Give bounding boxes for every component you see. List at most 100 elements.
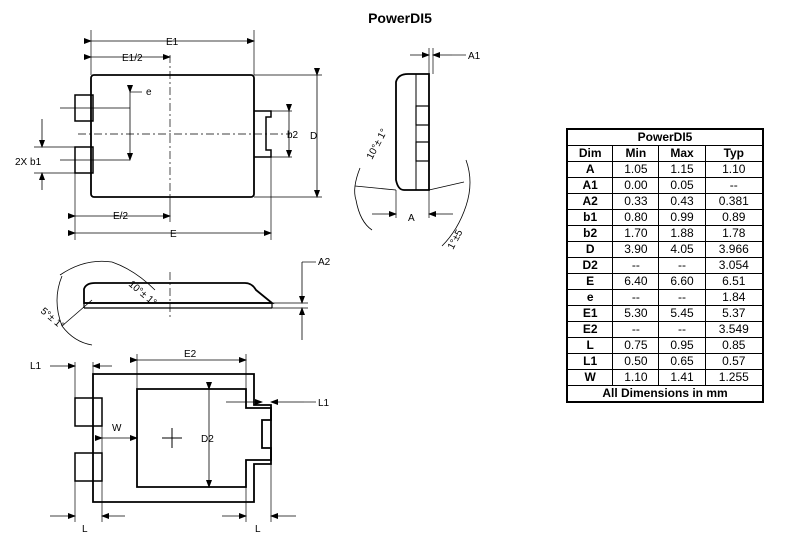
label-l-left: L	[82, 524, 88, 535]
bottom-view	[50, 354, 316, 522]
label-angle-5: 5°± 1°	[38, 306, 66, 332]
side-view-body	[395, 73, 430, 191]
label-e-total: E	[170, 229, 177, 240]
bottom-view-lead-lower	[74, 452, 103, 482]
label-a1: A1	[468, 51, 481, 62]
cell-typ: 1.78	[704, 225, 764, 242]
cell-max: 0.43	[658, 193, 706, 210]
cell-min: 1.70	[612, 225, 660, 242]
label-b2: b2	[287, 130, 299, 141]
cell-typ: 3.966	[704, 241, 764, 258]
cell-dim: E2	[566, 321, 614, 338]
cell-typ: 3.549	[704, 321, 764, 338]
cell-dim: E1	[566, 305, 614, 322]
cell-min: 0.75	[612, 337, 660, 354]
label-2x-b1: 2X b1	[15, 157, 42, 168]
top-view-body	[90, 74, 255, 198]
cell-typ: 0.381	[704, 193, 764, 210]
table-row: D2----3.054	[566, 257, 764, 274]
cell-max: --	[658, 289, 706, 306]
label-d: D	[310, 131, 317, 142]
cell-dim: L	[566, 337, 614, 354]
table-row: e----1.84	[566, 289, 764, 306]
cell-max: 1.41	[658, 369, 706, 386]
cell-typ: 3.054	[704, 257, 764, 274]
cell-typ: 1.10	[704, 161, 764, 178]
table-footer: All Dimensions in mm	[566, 385, 764, 403]
cell-typ: 1.84	[704, 289, 764, 306]
table-row: E2----3.549	[566, 321, 764, 338]
label-angle-1-5: 1°±5	[446, 228, 466, 252]
front-view	[56, 260, 316, 346]
label-e1-half: E1/2	[122, 53, 143, 64]
cell-dim: D	[566, 241, 614, 258]
cell-typ: 0.89	[704, 209, 764, 226]
cell-max: --	[658, 257, 706, 274]
cell-min: --	[612, 289, 660, 306]
label-e-half: E/2	[113, 211, 128, 222]
cell-max: 0.65	[658, 353, 706, 370]
header-typ: Typ	[704, 145, 764, 162]
cell-dim: A2	[566, 193, 614, 210]
cell-dim: b1	[566, 209, 614, 226]
cell-typ: --	[704, 177, 764, 194]
label-e2: E2	[184, 349, 197, 360]
cell-dim: E	[566, 273, 614, 290]
label-l-right: L	[255, 524, 261, 535]
cell-dim: A1	[566, 177, 614, 194]
cell-typ: 0.85	[704, 337, 764, 354]
table-title: PowerDI5	[566, 128, 764, 146]
cell-dim: L1	[566, 353, 614, 370]
cell-min: 1.05	[612, 161, 660, 178]
cell-min: 0.80	[612, 209, 660, 226]
label-angle-10: 10°± 1°	[365, 127, 390, 161]
top-view	[34, 30, 322, 240]
cell-min: --	[612, 257, 660, 274]
cell-max: 0.05	[658, 177, 706, 194]
cell-max: 1.88	[658, 225, 706, 242]
cell-typ: 1.255	[704, 369, 764, 386]
cell-max: 4.05	[658, 241, 706, 258]
label-l1-left: L1	[30, 361, 42, 372]
label-e: e	[146, 87, 152, 98]
cell-min: 3.90	[612, 241, 660, 258]
cell-min: 0.00	[612, 177, 660, 194]
cell-min: 0.50	[612, 353, 660, 370]
header-min: Min	[612, 145, 660, 162]
label-a2: A2	[318, 257, 331, 268]
cell-min: 0.33	[612, 193, 660, 210]
header-max: Max	[658, 145, 706, 162]
cell-max: 6.60	[658, 273, 706, 290]
label-l1-right: L1	[318, 398, 330, 409]
cell-typ: 6.51	[704, 273, 764, 290]
cell-dim: b2	[566, 225, 614, 242]
cell-max: 5.45	[658, 305, 706, 322]
label-w: W	[112, 423, 122, 434]
cell-min: 5.30	[612, 305, 660, 322]
front-view-body	[83, 282, 275, 304]
cell-dim: e	[566, 289, 614, 306]
table-footer-row: All Dimensions in mm	[566, 385, 764, 403]
cell-max: 0.95	[658, 337, 706, 354]
label-d2: D2	[201, 434, 214, 445]
label-e1: E1	[166, 37, 179, 48]
cell-dim: W	[566, 369, 614, 386]
bottom-view-lead-upper	[74, 397, 103, 427]
cell-max: --	[658, 321, 706, 338]
cell-min: 6.40	[612, 273, 660, 290]
side-view	[354, 48, 471, 247]
label-a: A	[408, 213, 415, 224]
cell-min: --	[612, 321, 660, 338]
